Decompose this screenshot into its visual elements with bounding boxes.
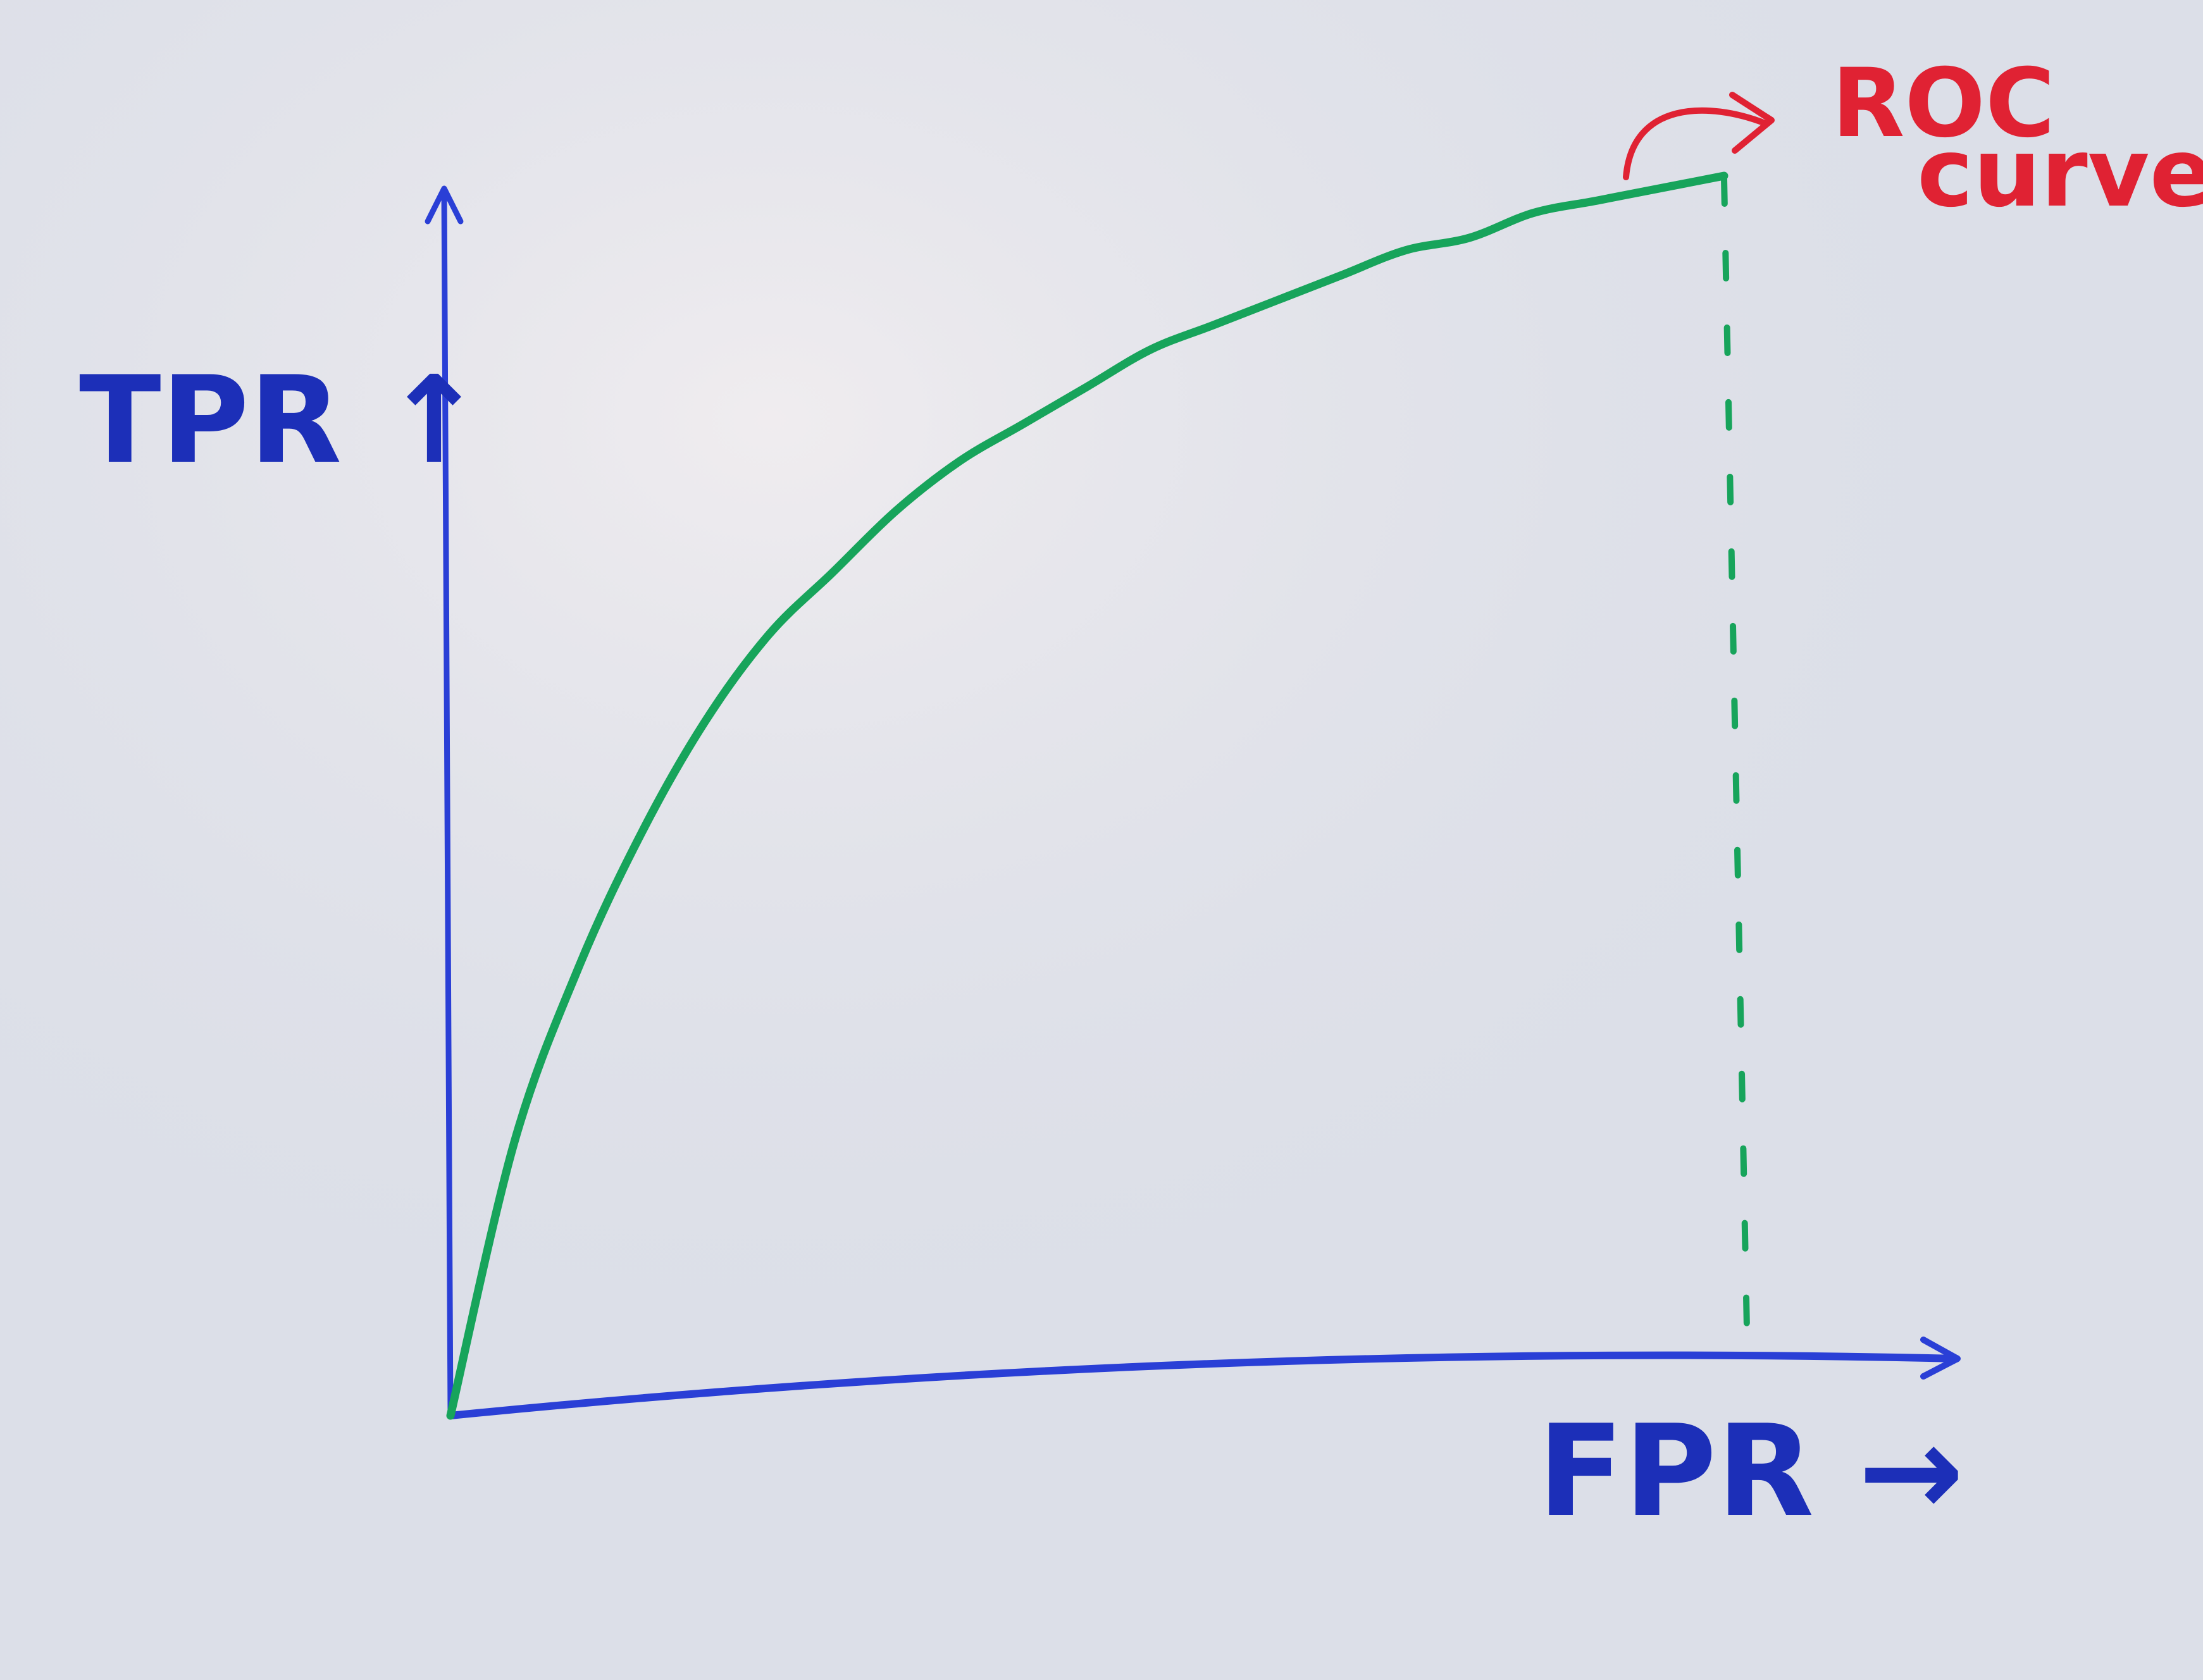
x-axis-label: FPR → bbox=[1537, 1398, 1964, 1545]
annotation-line-1: ROC bbox=[1832, 49, 2055, 159]
y-axis-label: TPR ↑ bbox=[79, 350, 485, 490]
y-axis-arrowhead bbox=[425, 185, 464, 225]
x-axis-arrowhead bbox=[1920, 1337, 1961, 1380]
x-axis-line bbox=[447, 1351, 1960, 1419]
roc-annotation: ROC curve bbox=[1623, 49, 2203, 228]
reference-line bbox=[1721, 175, 1751, 1363]
annotation-arrowhead bbox=[1729, 92, 1775, 154]
axes bbox=[425, 185, 1961, 1419]
annotation-arrow bbox=[1623, 107, 1768, 180]
annotation-line-2: curve bbox=[1917, 118, 2203, 228]
roc-series-line bbox=[446, 171, 1728, 1420]
y-axis-line bbox=[441, 187, 454, 1419]
